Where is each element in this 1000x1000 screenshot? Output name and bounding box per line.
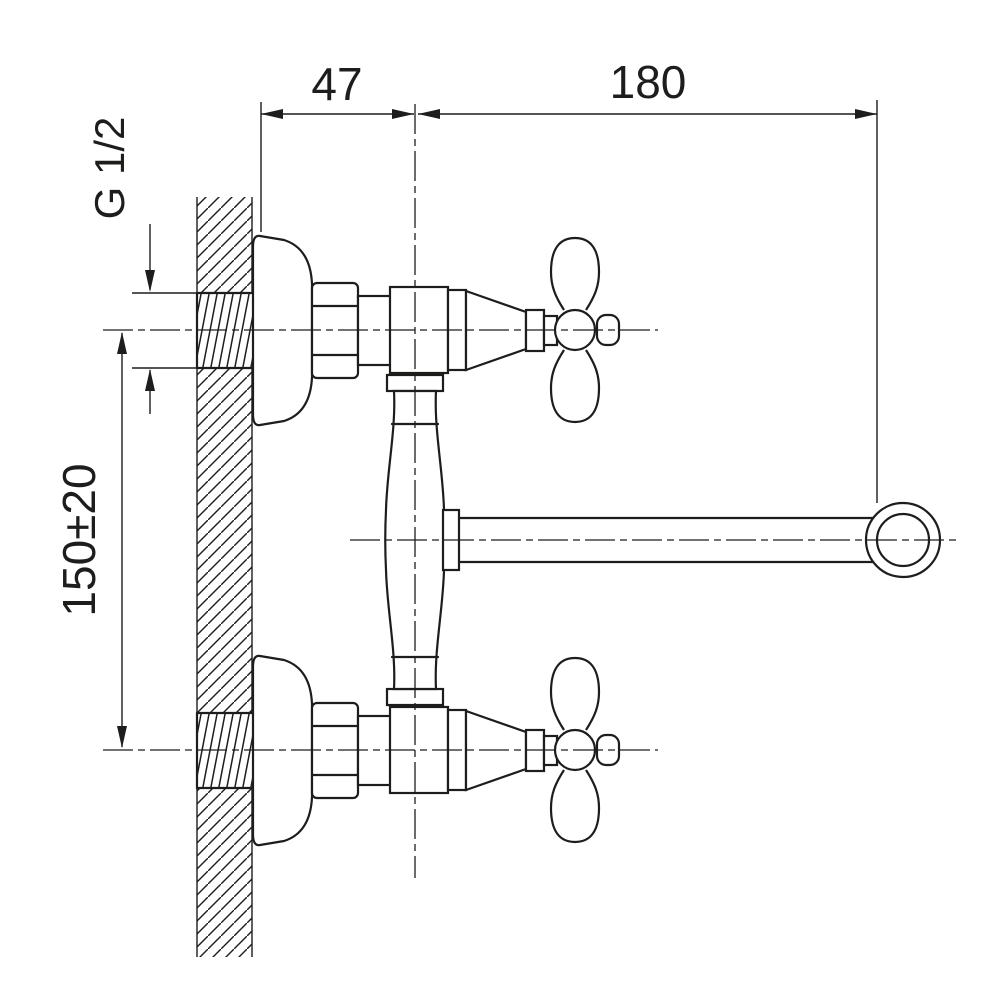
upper-cross-handle (549, 236, 621, 424)
dim-thread-arrow-down (145, 270, 155, 292)
dim-150-label: 150±20 (53, 463, 105, 616)
dim-thread-arrow-up (145, 369, 155, 391)
dimension-thread: G 1/2 (86, 117, 196, 414)
dim-47-arrow-right (392, 109, 414, 119)
centerlines (103, 104, 958, 878)
dim-150-arrow-up (117, 332, 127, 354)
upper-valve (446, 288, 559, 372)
dim-150-arrow-down (117, 726, 127, 748)
dim-47-label: 47 (311, 58, 362, 110)
dim-180-arrow-right (855, 109, 877, 119)
dimension-180: 180 (418, 56, 878, 503)
dim-180-label: 180 (610, 56, 687, 108)
lower-cross-handle (549, 656, 621, 844)
dim-47-arrow-left (261, 109, 283, 119)
dim-thread-label: G 1/2 (86, 117, 133, 220)
dim-180-arrow-left (418, 109, 440, 119)
dimension-47: 47 (260, 58, 414, 232)
dimension-150: 150±20 (53, 332, 127, 748)
upper-handle-bottom-arm (549, 349, 601, 424)
upper-handle-top-arm (549, 236, 601, 311)
upper-hex-nut (310, 281, 360, 380)
lower-handle-top-arm (549, 656, 601, 731)
lower-handle-bottom-arm (549, 769, 601, 844)
